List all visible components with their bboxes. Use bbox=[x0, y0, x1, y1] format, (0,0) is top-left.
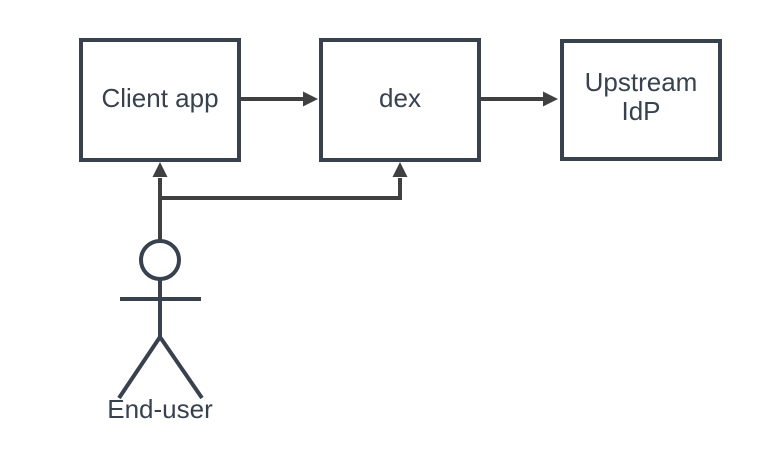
node-client-app bbox=[79, 38, 241, 162]
node-dex-label: dex bbox=[379, 83, 421, 113]
node-dex bbox=[319, 38, 481, 162]
actor-label: End-user bbox=[107, 394, 213, 424]
edge-enduser-to-clientapp-arrowhead-icon bbox=[152, 162, 168, 177]
node-client-app-label: Client app bbox=[101, 83, 218, 113]
actor-head bbox=[139, 239, 181, 281]
node-upstream-idp-label-line1: Upstream bbox=[585, 67, 698, 97]
actor-leg-right bbox=[158, 335, 204, 400]
edge-enduser-to-dex-arrowhead-icon bbox=[392, 162, 408, 177]
edge-clientapp-to-dex-arrowhead-icon bbox=[303, 91, 318, 107]
edge-dex-to-upstream-arrowhead-icon bbox=[543, 91, 558, 107]
node-upstream-idp-label-line2: IdP bbox=[621, 96, 660, 126]
actor-leg-left bbox=[117, 335, 162, 400]
node-upstream-idp bbox=[560, 39, 722, 161]
